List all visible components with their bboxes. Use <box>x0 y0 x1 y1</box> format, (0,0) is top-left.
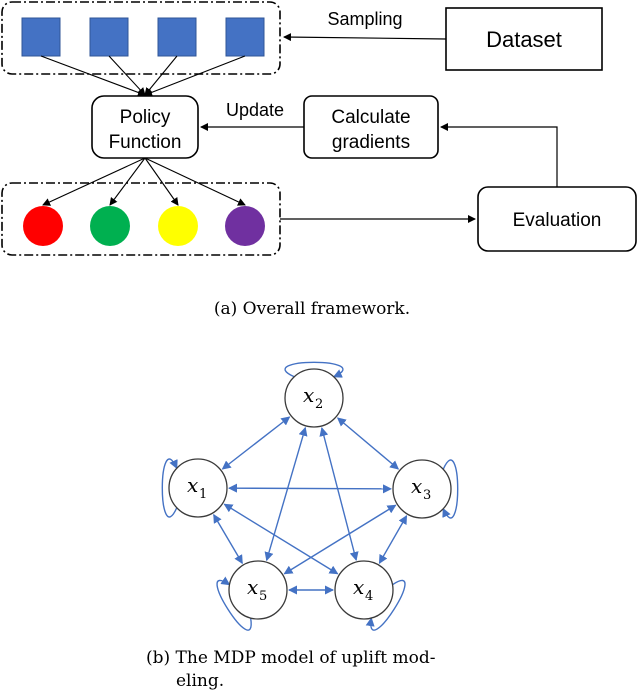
node-x5-subscript: 5 <box>259 589 267 604</box>
square-to-policy-arrow-3 <box>144 55 178 96</box>
sample-square-2 <box>89 17 129 57</box>
node-x1-label: x <box>187 473 198 497</box>
caption-b-line1: (b) The MDP model of uplift mod- <box>146 648 435 668</box>
node-x1-subscript: 1 <box>199 487 207 502</box>
sample-square-1 <box>21 17 61 57</box>
edge-x3-x4 <box>378 515 408 564</box>
square-to-policy-arrow-4 <box>144 55 246 97</box>
self-loop-x5 <box>216 576 252 631</box>
node-x1 <box>168 458 228 518</box>
edge-x3-x5 <box>283 504 397 575</box>
action-circle-3 <box>158 206 198 246</box>
sample-squares <box>21 17 265 57</box>
sample-square-4 <box>225 17 265 57</box>
node-x2 <box>284 368 344 428</box>
edge-x1-x3 <box>227 483 393 494</box>
policy-to-circle-arrow-4 <box>144 157 246 206</box>
edge-x1-x5 <box>213 513 243 565</box>
edge-x2-x5 <box>264 426 308 562</box>
node-x4-subscript: 4 <box>365 589 373 604</box>
evaluation-label: Evaluation <box>513 210 602 231</box>
node-x3-label: x <box>411 474 422 498</box>
policy-fan-arrows <box>40 55 246 206</box>
node-x5 <box>228 560 288 620</box>
self-loop-x1 <box>161 458 178 518</box>
gradients-label-line1: Calculate <box>331 107 410 128</box>
dataset-box <box>445 7 603 71</box>
policy-to-circle-arrow-3 <box>144 157 179 206</box>
mdp-edges <box>213 416 408 595</box>
node-x4-label: x <box>353 575 364 599</box>
edge-x1-x4 <box>223 503 339 575</box>
policy-to-circle-arrow-1 <box>42 157 146 206</box>
update-label: Update <box>226 100 284 120</box>
node-x4 <box>334 560 394 620</box>
self-loop-x4 <box>365 579 406 631</box>
action-circles <box>23 206 265 246</box>
policy-label-line1: Policy <box>120 107 171 128</box>
sample-square-3 <box>157 17 197 57</box>
self-loop-x2 <box>284 361 344 378</box>
caption-b-line2: eling. <box>176 671 224 691</box>
node-x5-label: x <box>247 575 258 599</box>
evaluation-to-gradients-arrow <box>440 123 558 187</box>
action-circle-1 <box>23 206 63 246</box>
edge-x2-x1 <box>221 416 291 470</box>
gradients-label-line2: gradients <box>332 132 410 153</box>
square-to-policy-arrow-2 <box>108 55 146 96</box>
node-x3-subscript: 3 <box>423 488 431 503</box>
action-circle-4 <box>225 206 265 246</box>
sampling-label: Sampling <box>327 9 402 29</box>
node-x2-subscript: 2 <box>315 397 323 412</box>
square-to-policy-arrow-1 <box>40 55 146 97</box>
node-x3 <box>392 459 452 519</box>
action-circle-2 <box>90 206 130 246</box>
edge-x2-x3 <box>336 417 400 470</box>
overall-framework: Dataset Sampling Policy Function Calcula… <box>1 1 637 319</box>
dataset-label: Dataset <box>486 27 562 52</box>
caption-a: (a) Overall framework. <box>214 299 410 319</box>
node-x2-label: x <box>303 383 314 407</box>
policy-to-circle-arrow-2 <box>109 157 146 206</box>
mdp-self-loops <box>161 361 459 631</box>
policy-label-line2: Function <box>109 132 182 153</box>
sampling-arrow <box>283 33 447 42</box>
self-loop-x3 <box>442 459 459 519</box>
